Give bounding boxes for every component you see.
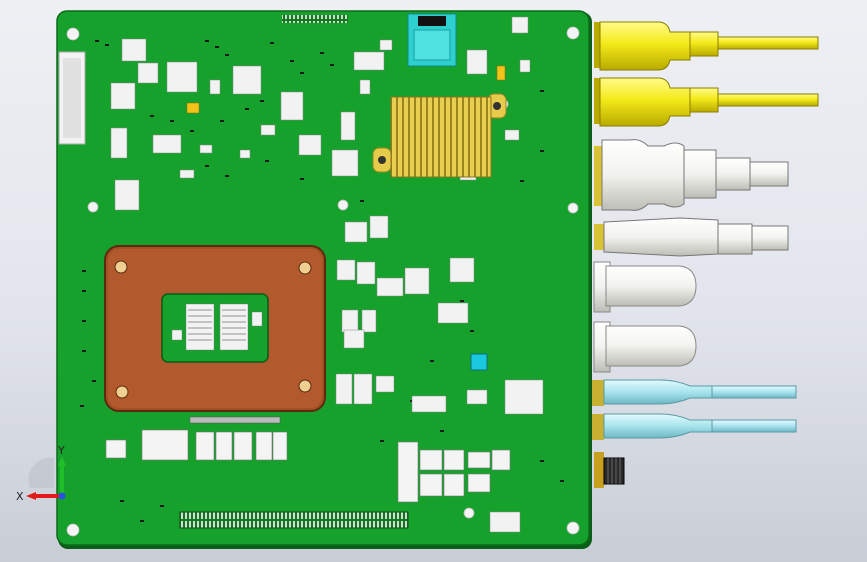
antenna-cable-2[interactable] xyxy=(592,413,797,440)
axis-triad: X Y xyxy=(16,444,66,503)
tantalum-caps xyxy=(186,65,506,114)
rca-connector-1[interactable] xyxy=(594,21,819,71)
hdmi-plug[interactable] xyxy=(594,139,789,211)
antenna-cable-1[interactable] xyxy=(592,379,797,406)
heatsink xyxy=(372,93,507,178)
power-components-center xyxy=(335,215,544,533)
pin-header-bottom xyxy=(179,511,409,529)
cpu-heatspreader xyxy=(104,245,326,412)
memory-chips xyxy=(105,429,511,503)
smd-cluster-top-left xyxy=(110,16,531,211)
usb-jack-1[interactable] xyxy=(593,261,697,313)
pin-header-top xyxy=(282,15,348,23)
usb-jack-2[interactable] xyxy=(593,321,697,373)
smd-micro-parts xyxy=(80,40,564,522)
y-axis-label: Y xyxy=(57,444,65,457)
z-axis-dot xyxy=(58,492,66,500)
sim-card-tray xyxy=(407,13,457,67)
pin-header-top-strip xyxy=(189,416,281,424)
edge-connector-left xyxy=(58,51,86,145)
x-axis-label: X xyxy=(16,490,24,503)
rca-connector-2[interactable] xyxy=(594,77,819,127)
indicator-chip xyxy=(470,353,488,371)
sma-connector[interactable] xyxy=(594,452,625,488)
usb-plug[interactable] xyxy=(594,217,789,257)
